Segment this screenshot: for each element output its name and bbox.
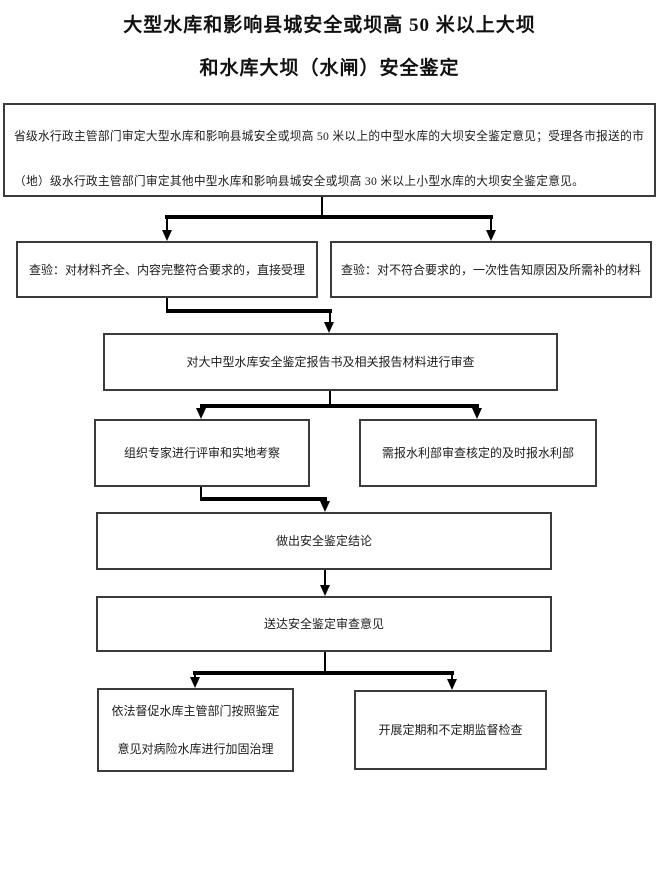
flow-box-deliver-opinion: 送达安全鉴定审查意见 [96,596,552,652]
flow-box-periodic-inspection: 开展定期和不定期监督检查 [354,690,547,770]
flow-box-supervise-reinforce: 依法督促水库主管部门按照鉴定 意见对病险水库进行加固治理 [97,688,294,772]
connector-line [324,652,326,673]
connector-line [451,675,453,679]
connector-line [165,215,493,219]
flow-box-text: 需报水利部审查核定的及时报水利部 [381,446,574,460]
page-title-line-2: 和水库大坝（水闸）安全鉴定 [199,58,460,79]
flow-box-intake: 省级水行政主管部门审定大型水库和影响县城安全或坝高 50 米以上的中型水库的大坝… [3,103,656,197]
flow-box-text: 依法督促水库主管部门按照鉴定 意见对病险水库进行加固治理 [111,704,280,756]
flow-box-check-reject: 查验：对不符合要求的，一次性告知原因及所需补的材料 [330,241,652,298]
arrow-down-icon [162,230,172,241]
flow-box-report-ministry: 需报水利部审查核定的及时报水利部 [359,419,597,487]
connector-line [166,219,168,231]
arrow-down-icon [486,230,496,241]
arrow-down-icon [320,585,330,596]
flow-box-text: 组织专家进行评审和实地考察 [123,446,280,460]
connector-line [200,404,479,408]
connector-line [329,391,331,406]
page-title-line-1: 大型水库和影响县城安全或坝高 50 米以上大坝 [123,15,536,36]
flow-box-text: 送达安全鉴定审查意见 [263,617,384,631]
connector-line [329,313,331,323]
flow-box-text: 对大中型水库安全鉴定报告书及相关报告材料进行审查 [186,355,475,369]
arrow-down-icon [320,501,330,512]
connector-line [324,570,326,586]
connector-line [490,219,492,231]
arrow-down-icon [196,408,206,419]
arrow-down-icon [472,408,482,419]
flow-box-text: 做出安全鉴定结论 [275,534,372,548]
flow-box-check-accept: 查验：对材料齐全、内容完整符合要求的，直接受理 [16,241,318,298]
flow-box-review: 对大中型水库安全鉴定报告书及相关报告材料进行审查 [103,333,558,391]
flow-box-text: 查验：对材料齐全、内容完整符合要求的，直接受理 [28,262,305,277]
arrow-down-icon [190,677,200,688]
connector-line [166,309,332,313]
flow-box-text: 开展定期和不定期监督检查 [378,723,523,737]
connector-line [200,487,202,499]
arrow-down-icon [447,679,457,690]
connector-line [166,298,168,311]
flow-box-expert-review: 组织专家进行评审和实地考察 [94,419,310,487]
flow-box-conclusion: 做出安全鉴定结论 [96,512,552,570]
flow-box-text: 查验：对不符合要求的，一次性告知原因及所需补的材料 [340,262,641,277]
connector-line [193,671,454,675]
connector-line [321,197,323,217]
arrow-down-icon [324,322,334,333]
connector-line [200,497,327,501]
